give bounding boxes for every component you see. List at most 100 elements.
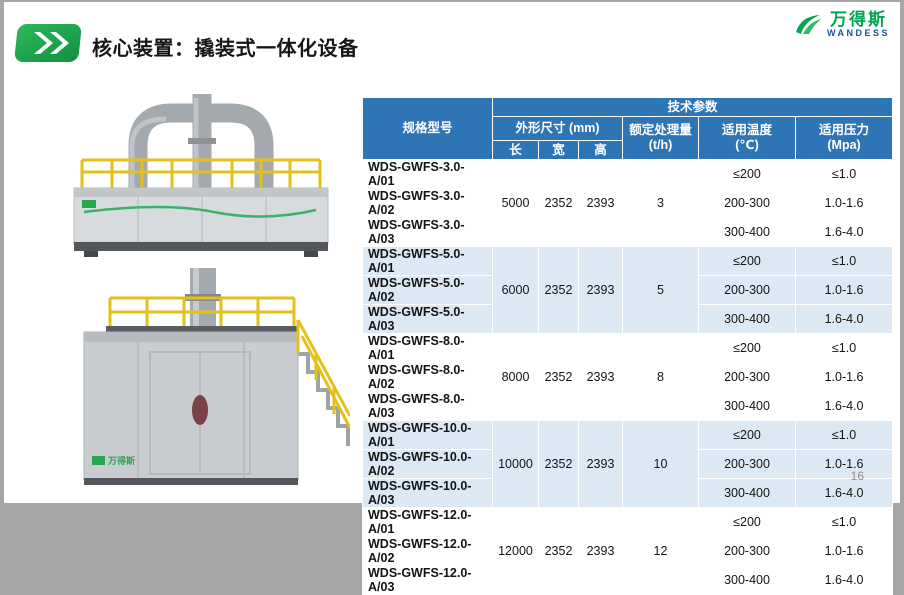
temperature-cell: 300-400	[698, 391, 796, 421]
page-number: 16	[850, 469, 864, 483]
brand-logo: 万得斯 WANDESS	[793, 10, 890, 40]
model-cell: WDS-GWFS-3.0-A/03	[362, 217, 493, 247]
model-cell: WDS-GWFS-3.0-A/02	[362, 188, 493, 218]
header-width: 宽	[538, 140, 579, 160]
pressure-cell: 1.6-4.0	[794, 304, 894, 334]
temperature-cell: ≤200	[698, 246, 796, 276]
pressure-cell: 1.6-4.0	[794, 217, 894, 247]
header-tech-params: 技术参数	[491, 97, 894, 117]
model-cell: WDS-GWFS-10.0-A/02	[362, 449, 493, 479]
brand-leaf-icon	[795, 15, 821, 34]
brand-name-cn: 万得斯	[829, 10, 887, 30]
brand-logo-text: 万得斯 WANDESS	[827, 11, 890, 38]
model-cell: WDS-GWFS-8.0-A/02	[362, 362, 493, 392]
slide-canvas: { "slide": { "title": "核心装置：撬装式一体化设备", "…	[4, 2, 900, 595]
capacity-cell: 3	[622, 159, 699, 247]
temperature-cell: ≤200	[698, 333, 796, 363]
pressure-cell: ≤1.0	[794, 246, 894, 276]
pressure-cell: 1.0-1.6	[794, 275, 894, 305]
temperature-cell: ≤200	[698, 159, 796, 189]
pressure-cell: ≤1.0	[794, 420, 894, 450]
pressure-cell: ≤1.0	[794, 159, 894, 189]
model-cell: WDS-GWFS-12.0-A/02	[362, 536, 493, 566]
length-cell: 10000	[492, 420, 539, 508]
width-cell: 2352	[538, 507, 579, 595]
pressure-cell: ≤1.0	[794, 507, 894, 537]
width-cell: 2352	[538, 159, 579, 247]
header-pressure: 适用压力 (Mpa)	[794, 116, 894, 160]
pressure-cell: ≤1.0	[794, 333, 894, 363]
pressure-cell: 1.0-1.6	[794, 188, 894, 218]
height-cell: 2393	[578, 159, 623, 247]
width-cell: 2352	[538, 420, 579, 508]
slide: 核心装置：撬装式一体化设备 万得斯 WANDESS	[4, 2, 900, 595]
header-capacity: 额定处理量 (t/h)	[622, 116, 699, 160]
model-cell: WDS-GWFS-10.0-A/03	[362, 478, 493, 508]
header-height: 高	[578, 140, 623, 160]
header-temperature: 适用温度 (℃)	[698, 116, 796, 160]
model-cell: WDS-GWFS-5.0-A/03	[362, 304, 493, 334]
model-cell: WDS-GWFS-12.0-A/03	[362, 565, 493, 595]
temperature-cell: 200-300	[698, 449, 796, 479]
height-cell: 2393	[578, 507, 623, 595]
model-cell: WDS-GWFS-3.0-A/01	[362, 159, 493, 189]
pressure-cell: 1.6-4.0	[794, 391, 894, 421]
container-logo-text: 万得斯	[107, 455, 135, 466]
temperature-cell: 300-400	[698, 565, 796, 595]
length-cell: 5000	[492, 159, 539, 247]
equipment-image-bottom: 万得斯	[83, 268, 350, 485]
pressure-cell: 1.6-4.0	[794, 478, 894, 508]
width-cell: 2352	[538, 246, 579, 334]
chevron-badge-icon	[14, 24, 82, 62]
temperature-cell: ≤200	[698, 507, 796, 537]
model-cell: WDS-GWFS-8.0-A/03	[362, 391, 493, 421]
model-cell: WDS-GWFS-5.0-A/01	[362, 246, 493, 276]
equipment-image-top	[73, 94, 329, 257]
pressure-cell: 1.0-1.6	[794, 362, 894, 392]
pressure-cell: 1.0-1.6	[794, 449, 894, 479]
capacity-cell: 12	[622, 507, 699, 595]
length-cell: 8000	[492, 333, 539, 421]
brand-name-en: WANDESS	[826, 28, 890, 39]
height-cell: 2393	[578, 246, 623, 334]
header-length: 长	[492, 140, 539, 160]
capacity-cell: 5	[622, 246, 699, 334]
temperature-cell: 200-300	[698, 188, 796, 218]
temperature-cell: 300-400	[698, 217, 796, 247]
capacity-cell: 10	[622, 420, 699, 508]
model-cell: WDS-GWFS-8.0-A/01	[362, 333, 493, 363]
model-cell: WDS-GWFS-12.0-A/01	[362, 507, 493, 537]
header-dimensions: 外形尺寸 (mm)	[492, 116, 623, 141]
model-cell: WDS-GWFS-10.0-A/01	[362, 420, 493, 450]
width-cell: 2352	[538, 333, 579, 421]
length-cell: 6000	[492, 246, 539, 334]
height-cell: 2393	[578, 333, 623, 421]
temperature-cell: 200-300	[698, 536, 796, 566]
tech-params-table: 规格型号 技术参数 外形尺寸 (mm) 额定处理量 (t/h) 适用温度 (℃)…	[362, 97, 894, 595]
pressure-cell: 1.6-4.0	[794, 565, 894, 595]
length-cell: 12000	[492, 507, 539, 595]
capacity-cell: 8	[622, 333, 699, 421]
temperature-cell: 300-400	[698, 304, 796, 334]
equipment-images: 万得斯	[54, 94, 350, 494]
height-cell: 2393	[578, 420, 623, 508]
page-title: 核心装置：撬装式一体化设备	[92, 38, 359, 60]
pressure-cell: 1.0-1.6	[794, 536, 894, 566]
temperature-cell: 300-400	[698, 478, 796, 508]
temperature-cell: 200-300	[698, 362, 796, 392]
header-model: 规格型号	[362, 97, 493, 160]
model-cell: WDS-GWFS-5.0-A/02	[362, 275, 493, 305]
